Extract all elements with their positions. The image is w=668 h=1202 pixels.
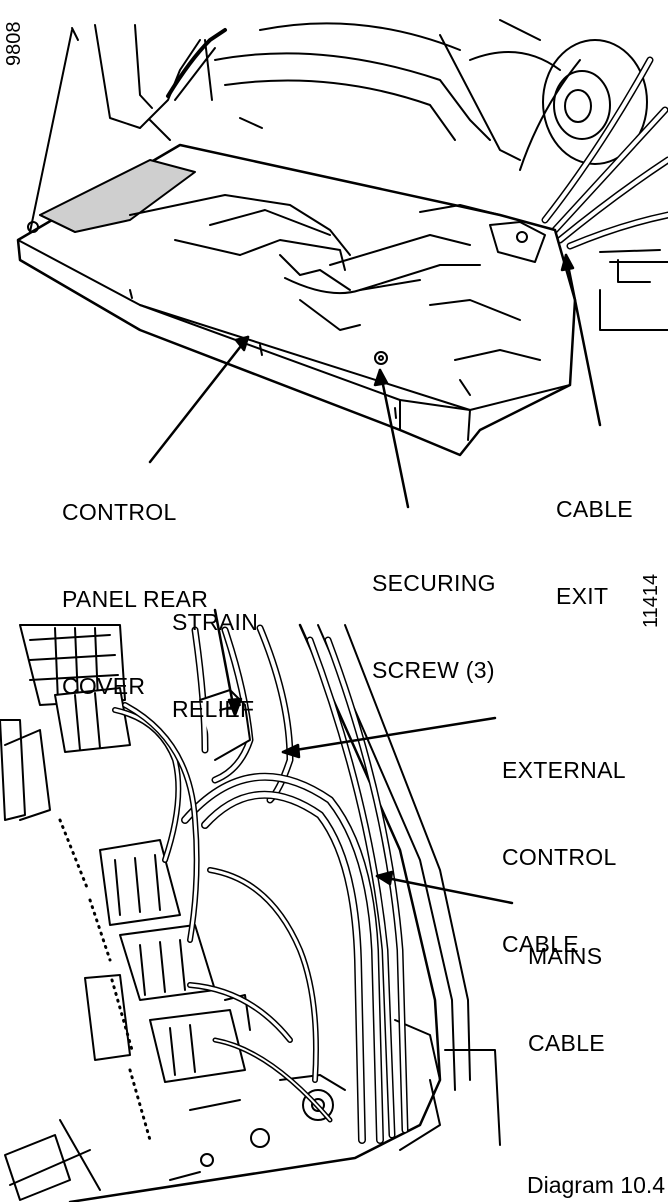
drawing-number-lower: 11414 [640, 573, 662, 628]
label-strain-relief: STRAIN RELIEF [172, 550, 258, 782]
control-panel-rear-cover [16, 143, 577, 457]
label-external-control-cable: EXTERNAL CONTROL CABLE [502, 698, 626, 1017]
label-control-panel-rear-cover: CONTROL PANEL REAR COVER [62, 440, 208, 759]
label-cable-exit: CABLE EXIT [556, 437, 633, 669]
leader-lines-lower [213, 608, 514, 905]
label-line: SECURING [372, 570, 496, 596]
lower-illustration [0, 608, 514, 1202]
label-mains-cable: MAINS CABLE [528, 884, 605, 1116]
label-line: STRAIN [172, 609, 259, 635]
diagram-caption: Diagram 10.4 [527, 1172, 666, 1198]
label-line: EXTERNAL [502, 757, 626, 783]
label-line: RELIEF [172, 696, 255, 722]
label-securing-screw: SECURING SCREW (3) [372, 511, 496, 743]
label-line: CABLE [556, 496, 633, 522]
label-line: CABLE [528, 1030, 605, 1056]
appliance-frame [29, 19, 648, 233]
enclosure-wall [68, 623, 501, 1202]
label-line: MAINS [528, 943, 603, 969]
label-line: CONTROL [502, 844, 617, 870]
upper-illustration [16, 19, 668, 509]
leader-lines-upper [148, 253, 602, 509]
cable-bundle-upper [541, 56, 668, 331]
pcb-board [0, 624, 346, 1201]
label-line: COVER [62, 673, 146, 699]
label-line: EXIT [556, 583, 609, 609]
label-line: CABLE [502, 931, 579, 957]
label-line: SCREW (3) [372, 657, 495, 683]
label-line: CONTROL [62, 499, 177, 525]
drawing-number-upper: 9808 [3, 21, 25, 67]
label-line: PANEL REAR [62, 586, 209, 612]
